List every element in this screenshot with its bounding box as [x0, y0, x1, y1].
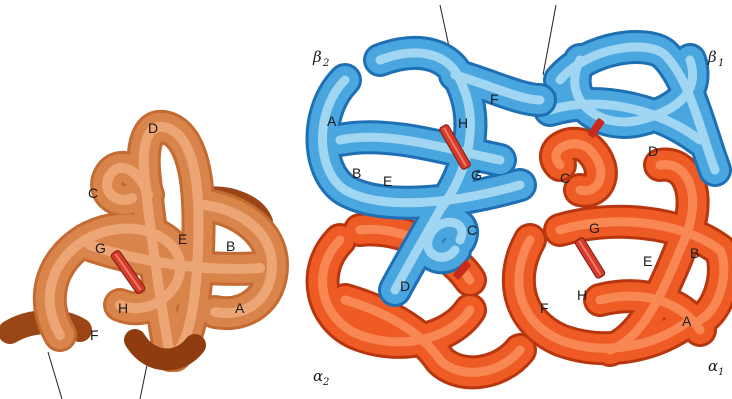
helix-label: E	[643, 253, 652, 269]
helix-label: H	[577, 287, 587, 303]
helix-label: B	[352, 165, 361, 181]
helix-label: B	[226, 238, 235, 254]
subunit-label-beta2: β 2	[312, 48, 329, 69]
helix-label: E	[383, 173, 392, 189]
helix-label: H	[118, 300, 128, 316]
helix-label: F	[540, 300, 549, 316]
svg-text:α: α	[313, 367, 323, 385]
helix-label: F	[90, 327, 99, 343]
svg-text:1: 1	[718, 58, 724, 69]
helix-label: G	[95, 240, 106, 256]
pointer-line	[140, 360, 148, 399]
svg-text:β: β	[312, 48, 322, 66]
helix-label: G	[471, 167, 482, 183]
helix-label: A	[327, 113, 337, 129]
helix-label: D	[648, 143, 658, 159]
svg-text:2: 2	[322, 58, 329, 69]
subunit-label-alpha1: α 1	[708, 357, 724, 378]
helix-label: A	[235, 300, 245, 316]
subunit-label-beta1: β 1	[707, 48, 724, 69]
helix-label: H	[458, 115, 468, 131]
helix-label: A	[682, 313, 692, 329]
helix-label: E	[178, 231, 187, 247]
helix-label: C	[560, 170, 570, 186]
svg-text:2: 2	[322, 377, 329, 388]
helix-label: D	[148, 120, 158, 136]
helix-label: G	[589, 220, 600, 236]
pointer-line	[48, 352, 62, 399]
left-molecule: D C E B G H A F	[10, 120, 272, 399]
helix-label: C	[88, 185, 98, 201]
svg-text:1: 1	[718, 367, 724, 378]
helix-label: C	[467, 222, 477, 238]
svg-text:β: β	[707, 48, 717, 66]
heme-group	[574, 237, 606, 280]
helix-label: D	[400, 278, 410, 294]
right-molecule: β 2 β 1 α 2 α 1 A F H B E G C D D C G E …	[312, 5, 724, 388]
subunit-label-alpha2: α 2	[313, 367, 329, 388]
svg-text:α: α	[708, 357, 718, 375]
helix-label: B	[690, 245, 699, 261]
helix-label: F	[490, 91, 499, 107]
